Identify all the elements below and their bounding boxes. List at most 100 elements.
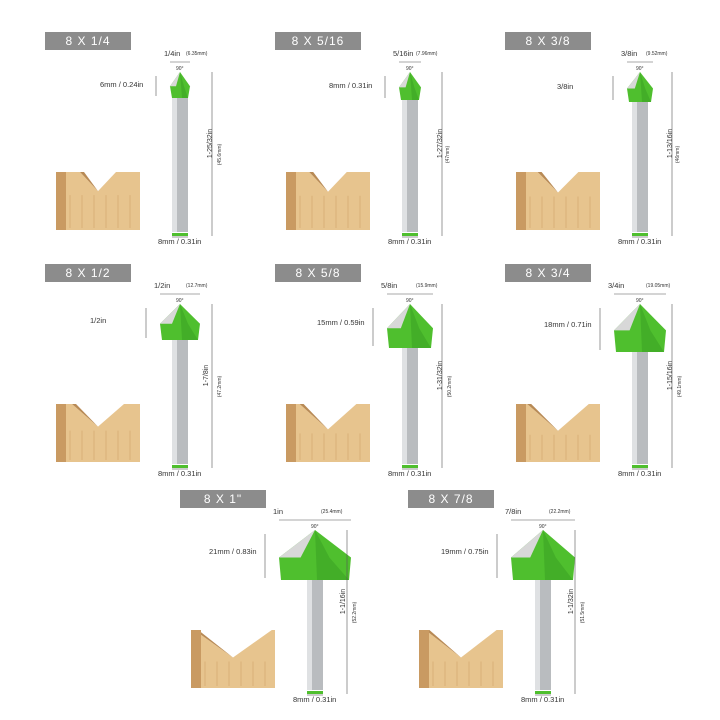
bit-title: 8 X 1" (180, 490, 266, 508)
cutter-head (279, 530, 351, 580)
length-inch-label: 1-13/16in (667, 128, 675, 159)
angle-label: 90° (311, 524, 319, 530)
width-mm-label: (9.52mm) (646, 51, 668, 57)
width-mm-label: (12.7mm) (186, 283, 208, 289)
shank-ring (172, 465, 188, 468)
width-inch-label: 3/4in (608, 281, 625, 290)
shank-label: 8mm / 0.31in (158, 237, 202, 246)
bit-title: 8 X 3/8 (505, 32, 591, 50)
cut-depth-label: 21mm / 0.83in (209, 546, 257, 556)
length-inch-label: 1-7/8in (203, 364, 211, 387)
width-inch-label: 1in (273, 507, 284, 516)
cutter-shade (640, 72, 651, 102)
shank-highlight (307, 576, 312, 690)
cut-depth-label: 1/2in (90, 315, 107, 325)
cut-depth-label: 19mm / 0.75in (441, 546, 489, 556)
cutter-shade (410, 304, 431, 348)
shank-ring (172, 233, 188, 236)
shank-label: 8mm / 0.31in (388, 469, 432, 478)
bit-illustration (286, 293, 443, 470)
angle-label: 90° (636, 298, 644, 304)
bit-card: 8 X 3/4 3/4in (19.05mm) 90° 18mm / 0.71in 8mm… (460, 232, 700, 477)
bit-illustration (56, 293, 213, 470)
width-mm-label: (22.2mm) (549, 509, 571, 515)
shank-highlight (632, 98, 637, 232)
bit-card: 8 X 5/16 5/16in(7.96mm) 90° 8mm / 0.31in 8mm… (230, 0, 470, 245)
cut-depth-label: 3/8in (557, 81, 574, 91)
bit-title: 8 X 1/2 (45, 264, 131, 282)
cutter-shade (315, 530, 349, 580)
width-mm-label: (7.96mm) (416, 51, 438, 57)
shank-ring (632, 465, 648, 468)
width-inch-label: 1/4in (164, 49, 181, 58)
wood-block-v-groove-icon (56, 172, 140, 230)
shank-label: 8mm / 0.31in (618, 469, 662, 478)
shank-ring (402, 233, 418, 236)
length-inch-label: 1-27/32in (437, 128, 445, 159)
width-mm-label: (25.4mm) (321, 509, 343, 515)
bit-title: 8 X 7/8 (408, 490, 494, 508)
width-mm-label: (6.35mm) (186, 51, 208, 57)
carbide-tip (399, 72, 410, 88)
cutter-head (614, 304, 666, 352)
cutter-head (170, 72, 190, 98)
cutter-head (627, 72, 653, 102)
cutter-head (387, 304, 433, 348)
angle-label: 90° (636, 66, 644, 72)
bit-illustration (516, 61, 673, 238)
length-mm-label: (52.2mm) (352, 601, 359, 624)
width-mm-label: (19.05mm) (646, 283, 671, 289)
length-mm-label: (46mm) (675, 145, 682, 164)
cutter-shade (180, 304, 198, 340)
length-mm-label: (45.6mm) (217, 143, 224, 166)
shank-highlight (402, 96, 407, 232)
shank-label: 8mm / 0.31in (293, 695, 337, 704)
shank-ring (632, 233, 648, 236)
bit-title: 8 X 1/4 (45, 32, 131, 50)
cutter-shade (180, 72, 188, 98)
wood-block-v-groove-icon (516, 172, 600, 230)
width-inch-label: 1/2in (154, 281, 171, 290)
length-mm-label: (51.5mm) (580, 601, 587, 624)
cutter-shade (410, 72, 419, 100)
wood-block-v-groove-icon (286, 404, 370, 462)
length-inch-label: 1-1/16in (340, 588, 348, 615)
wood-block-v-groove-icon (191, 630, 275, 688)
angle-label: 90° (406, 298, 414, 304)
shank-highlight (632, 348, 637, 464)
shank-highlight (402, 344, 407, 464)
bit-illustration (286, 61, 443, 238)
width-mm-label: (15.9mm) (416, 283, 438, 289)
shank-highlight (535, 576, 540, 690)
carbide-tip (160, 304, 180, 324)
length-mm-label: (49.1mm) (677, 375, 684, 398)
width-inch-label: 3/8in (621, 49, 638, 58)
cutter-head (399, 72, 421, 100)
cut-depth-label: 18mm / 0.71in (544, 319, 592, 329)
carbide-tip (170, 72, 180, 87)
width-inch-label: 5/16in (393, 49, 414, 58)
length-inch-label: 1-1/32in (568, 588, 576, 615)
wood-block-v-groove-icon (56, 404, 140, 462)
bit-title: 8 X 5/16 (275, 32, 361, 50)
angle-label: 90° (176, 66, 184, 72)
angle-label: 90° (406, 66, 414, 72)
shank-ring (535, 691, 551, 694)
wood-block-v-groove-icon (516, 404, 600, 462)
bit-illustration (56, 61, 213, 238)
cutter-shade (543, 530, 573, 580)
length-mm-label: (47.2mm) (217, 375, 224, 398)
length-mm-label: (50.2mm) (447, 375, 454, 398)
cut-depth-label: 8mm / 0.31in (329, 80, 373, 90)
bit-title: 8 X 5/8 (275, 264, 361, 282)
angle-label: 90° (539, 524, 547, 530)
width-inch-label: 5/8in (381, 281, 398, 290)
bit-title: 8 X 3/4 (505, 264, 591, 282)
length-inch-label: 1-15/16in (667, 360, 675, 391)
width-inch-label: 7/8in (505, 507, 522, 516)
wood-block-v-groove-icon (419, 630, 503, 688)
shank-label: 8mm / 0.31in (388, 237, 432, 246)
